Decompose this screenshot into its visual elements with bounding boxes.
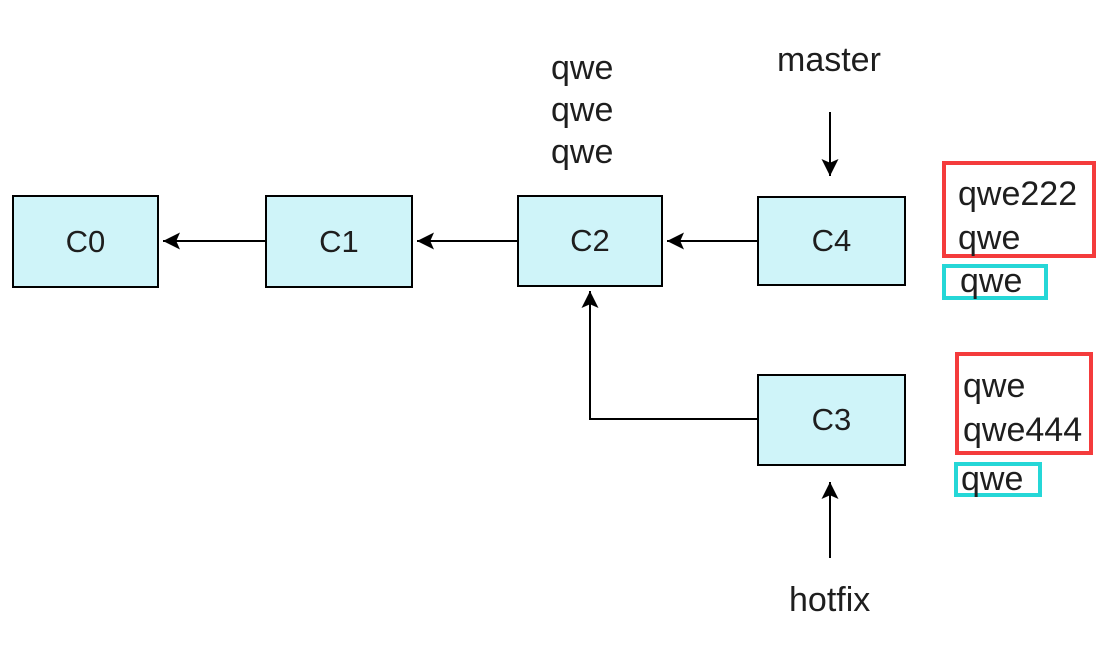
- c2-note-line: qwe: [551, 133, 614, 171]
- commit-box-c4: C4: [757, 196, 906, 286]
- c3-annotation-red-box: qwe qwe444: [955, 352, 1093, 455]
- commit-label-c3: C3: [811, 402, 852, 437]
- commit-label-c4: C4: [811, 223, 852, 258]
- c4-annotation-red-box: qwe222 qwe: [942, 161, 1096, 258]
- commit-label-c1: C1: [319, 223, 359, 259]
- c3-red-line: qwe444: [963, 411, 1083, 449]
- c2-note-line: qwe: [551, 91, 614, 129]
- edge-c3-to-c2: [581, 291, 757, 420]
- c3-red-line: qwe: [963, 367, 1026, 405]
- commit-label-c0: C0: [65, 223, 106, 259]
- commit-label-c2: C2: [570, 223, 610, 258]
- c2-note-stack: qwe qwe qwe: [551, 47, 613, 173]
- commit-box-c3: C3: [757, 374, 906, 466]
- c4-annotation-cyan-box: qwe: [942, 264, 1048, 300]
- c4-red-line: qwe222: [958, 175, 1078, 213]
- c2-note-line: qwe: [551, 49, 614, 87]
- commit-box-c0: C0: [12, 195, 159, 288]
- master-branch-label: master: [777, 41, 881, 79]
- commit-box-c2: C2: [517, 195, 663, 287]
- commit-box-c1: C1: [265, 195, 413, 288]
- hotfix-branch-label: hotfix: [789, 581, 871, 619]
- c3-annotation-cyan-box: qwe: [954, 462, 1042, 497]
- c4-cyan-label: qwe: [960, 262, 1023, 300]
- c4-red-line: qwe: [958, 219, 1021, 257]
- c3-cyan-label: qwe: [961, 460, 1024, 498]
